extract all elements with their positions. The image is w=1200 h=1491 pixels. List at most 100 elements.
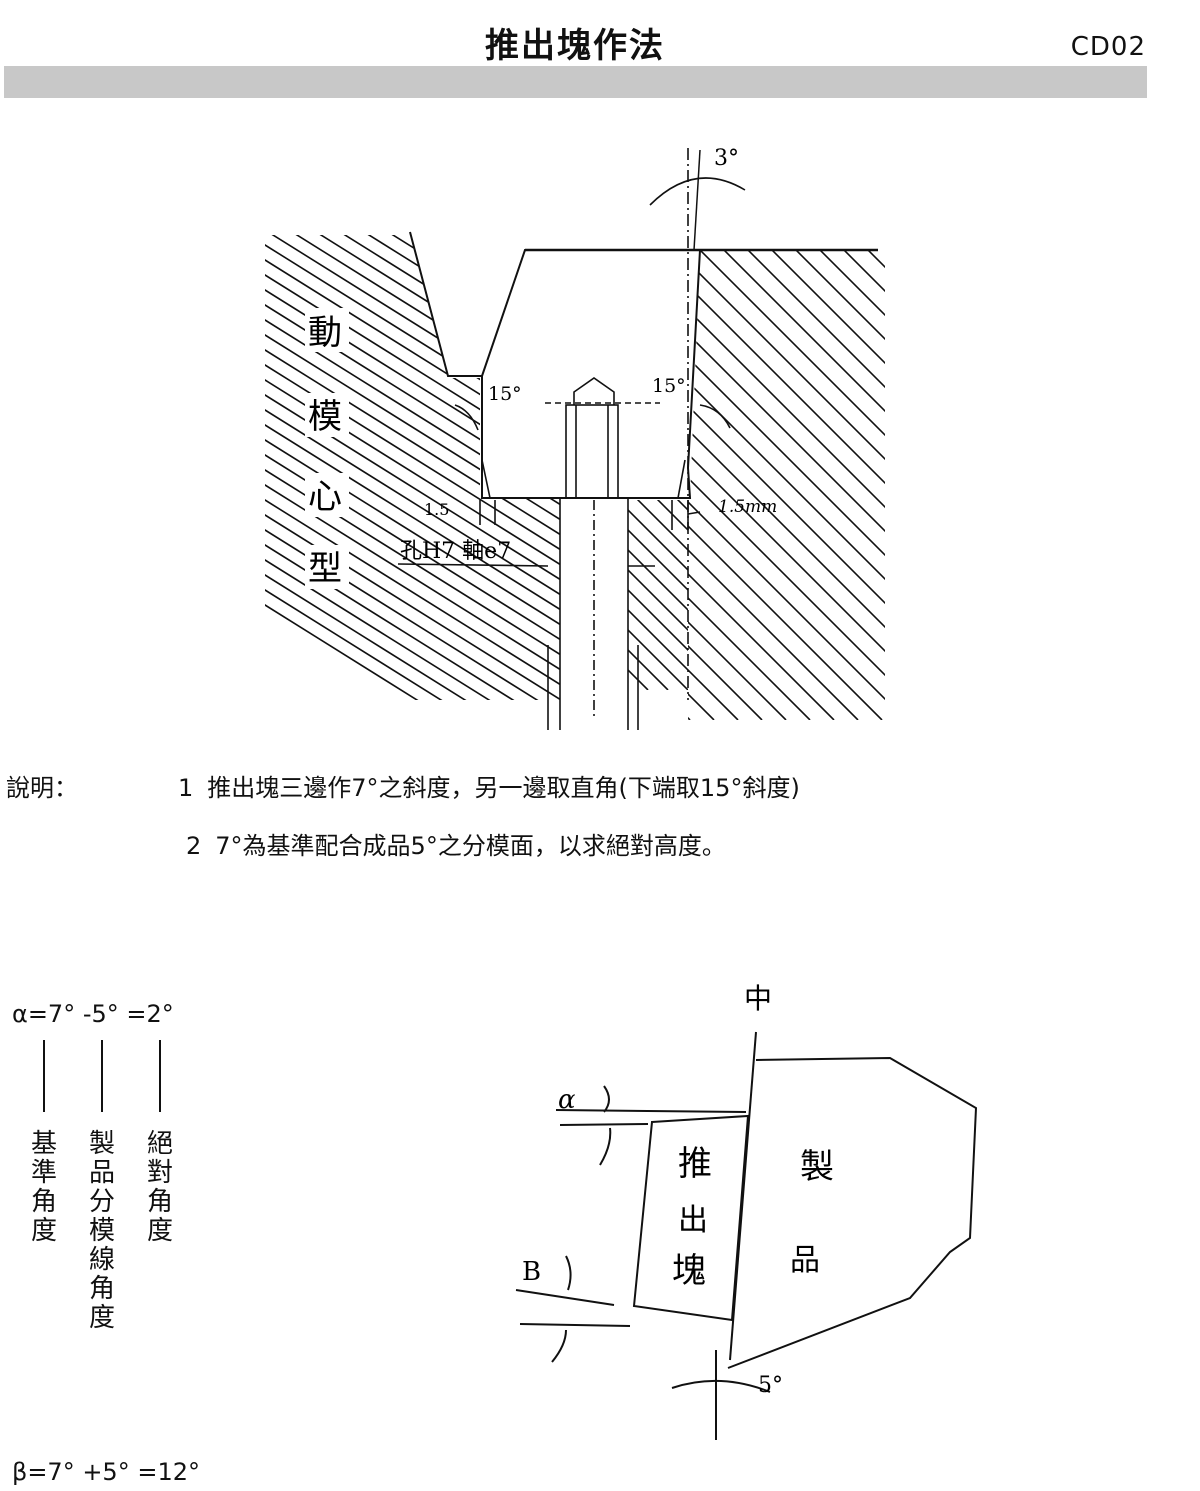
hatch-line [265, 235, 474, 700]
hatch-line [1177, 230, 1200, 720]
product-char-1: 製 [800, 1147, 834, 1187]
hatch-line [973, 495, 1168, 690]
connector-line-3 [159, 1040, 161, 1112]
alpha-symbol-label: α [558, 1085, 576, 1115]
hatch-line [265, 235, 560, 700]
core-char-1: 動 [308, 313, 342, 353]
hatch-line [865, 230, 1200, 720]
hatch-line [1074, 240, 1200, 720]
hatch-line [265, 235, 560, 700]
hatch-line [628, 500, 688, 690]
hatch-line [688, 250, 811, 720]
hatch-line [688, 250, 885, 720]
hatch-line [0, 240, 258, 720]
hatch-line [0, 240, 306, 720]
hatch-line [673, 230, 1200, 720]
hatch-line [985, 230, 1200, 720]
hatch-line [0, 240, 234, 720]
hatch-line [688, 250, 883, 720]
five-degree-label: 5° [758, 1373, 783, 1398]
hatch-line [265, 235, 450, 700]
center-label: 中 [744, 982, 772, 1015]
hatch-line [625, 230, 1200, 720]
hatch-line [265, 235, 560, 700]
hatch-line [0, 495, 28, 690]
hatch-line [265, 235, 498, 700]
hatch-line [1153, 495, 1200, 690]
hatch-line [265, 235, 560, 700]
connector-line-2 [101, 1040, 103, 1112]
hatch-line [601, 230, 1200, 720]
fit-tolerance-label: 孔H7 軸e7 [400, 539, 511, 564]
hatch-line [0, 495, 188, 690]
hatch-line [930, 240, 1200, 720]
hatch-line [0, 495, 48, 690]
hatch-line [628, 500, 669, 690]
core-char-3: 心 [308, 477, 342, 517]
hatch-line [993, 495, 1188, 690]
note-2-number: 2 [186, 832, 202, 860]
hatch-line [841, 230, 1200, 720]
angle-relation-diagram: 中 α B 推 出 塊 製 品 5° [515, 982, 978, 1440]
hatch-line [73, 495, 268, 690]
hatch-line [265, 235, 560, 700]
pin-hatching [0, 495, 1200, 690]
hatch-line [265, 235, 560, 700]
hatch-line [265, 235, 560, 700]
hatch-line [0, 240, 114, 720]
hatch-line [688, 250, 885, 720]
header-bar [4, 66, 1147, 98]
hatch-line [1170, 240, 1200, 720]
hatch-line [1002, 240, 1200, 720]
hatch-line [1113, 495, 1200, 690]
hatch-line [265, 235, 560, 700]
hatch-line [265, 235, 560, 700]
hatch-line [265, 235, 546, 700]
hatch-line [0, 240, 210, 720]
absolute-angle-label: 絕對角度 [146, 1129, 173, 1246]
hatch-line [933, 495, 1128, 690]
left-core-hatching [265, 230, 1200, 720]
hatch-line [1057, 230, 1200, 720]
beta-symbol-label: B [522, 1257, 541, 1287]
hatch-line [0, 495, 148, 690]
hatch-line [628, 500, 649, 690]
hatch-line [688, 250, 835, 720]
block-char-3: 塊 [672, 1251, 706, 1291]
hatch-line [688, 250, 885, 720]
hatch-line [1013, 495, 1200, 690]
hatch-line [833, 250, 885, 720]
right-gap-label: 1.5mm [718, 497, 777, 517]
hatch-line [393, 495, 588, 690]
hatch-line [697, 230, 1200, 720]
hatch-line [265, 235, 560, 700]
hatch-line [1093, 495, 1200, 690]
hatch-line [0, 495, 108, 690]
hatch-line [1033, 495, 1200, 690]
hatch-line [133, 495, 328, 690]
hatch-line [628, 500, 688, 690]
note-1-number: 1 [178, 774, 194, 802]
hatch-line [1009, 230, 1200, 720]
hatch-line [688, 250, 885, 720]
hatch-line [713, 250, 885, 720]
hatch-line [265, 235, 560, 700]
top-angle-label: 3° [714, 146, 739, 171]
document-code: CD02 [1070, 32, 1146, 62]
hatch-line [153, 495, 348, 690]
hatch-line [833, 495, 1028, 690]
ejector-block-section-diagram: 3° 15° 15° 1.5 1.5mm 孔H7 軸e7 動 模 心 型 [0, 146, 1200, 730]
hatch-line [769, 230, 1200, 720]
hatch-line [1098, 240, 1200, 720]
hatch-line [873, 495, 1068, 690]
hatch-line [288, 235, 560, 700]
hatch-line [1173, 495, 1200, 690]
hatch-line [273, 495, 468, 690]
hatch-line [688, 250, 885, 720]
hatch-line [737, 250, 885, 720]
hatch-line [628, 500, 688, 690]
hatch-line [1105, 230, 1200, 720]
hatch-line [1133, 495, 1200, 690]
